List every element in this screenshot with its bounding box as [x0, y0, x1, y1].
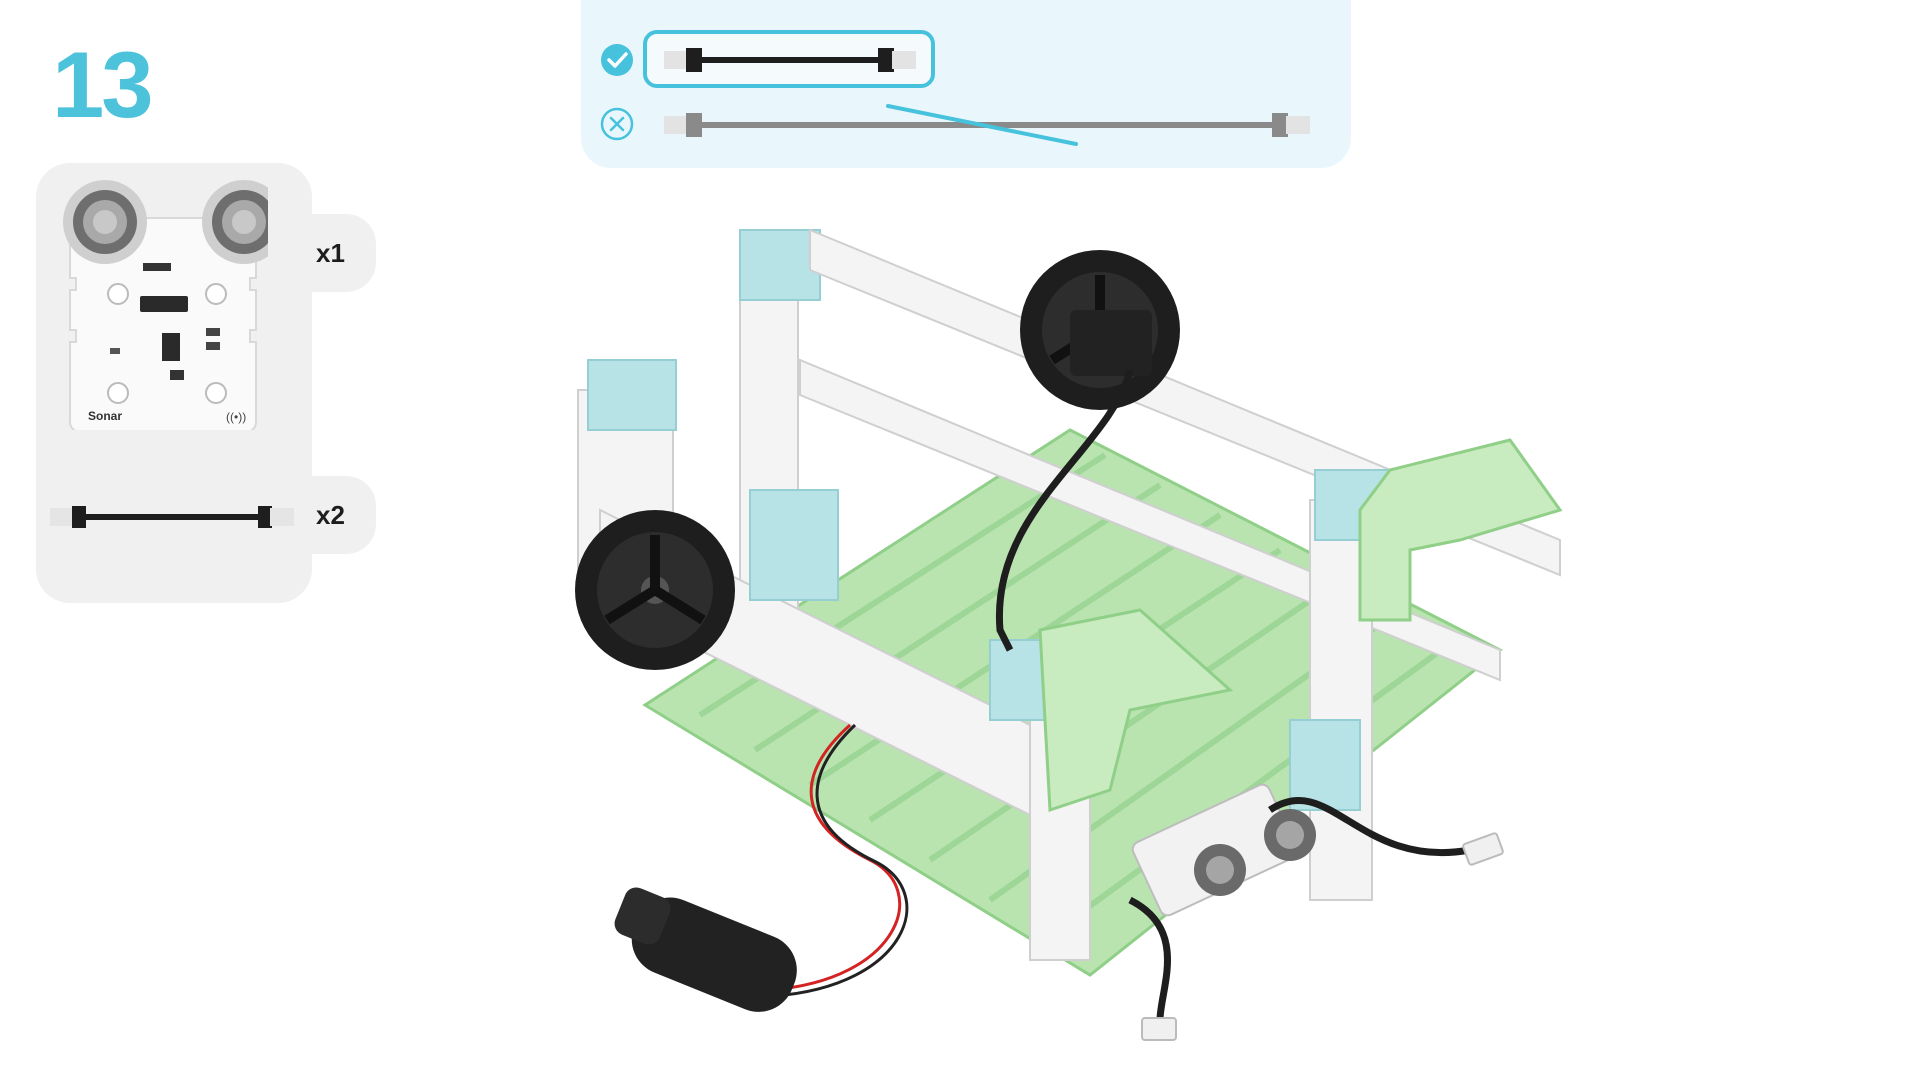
sonar-wave-icon: ((•)): [226, 410, 246, 424]
sonar-quantity: x1: [298, 214, 376, 292]
step-number: 13: [52, 38, 151, 132]
robot-assembly-illustration: [570, 210, 1580, 1060]
sonar-part-image: Sonar ((•)): [58, 178, 268, 430]
correct-cable-image: [660, 43, 920, 77]
check-circle-icon: [600, 43, 634, 77]
x-circle-icon: [600, 107, 634, 141]
strike-through-line: [880, 100, 1080, 150]
cable-part-image: [50, 500, 294, 534]
sonar-label: Sonar: [88, 409, 122, 423]
cable-quantity: x2: [298, 476, 376, 554]
